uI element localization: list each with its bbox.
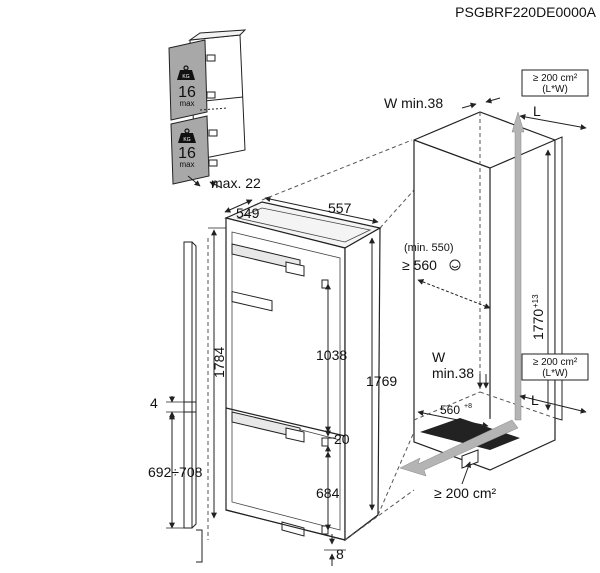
total-height-dimension: 1784 bbox=[211, 347, 227, 378]
vent-bottom-label: ≥ 200 cm² bbox=[434, 485, 496, 501]
vent-top-sub: (L*W) bbox=[542, 84, 568, 95]
w-bottom-label: W bbox=[432, 349, 446, 365]
l-bottom-label: L bbox=[531, 392, 539, 408]
door-panel-detail: KG 16 max KG 16 max max. 22 bbox=[168, 29, 261, 191]
width-dimension: 557 bbox=[328, 200, 352, 216]
gap-label: max. 22 bbox=[211, 175, 261, 191]
side-door-profile: 4 692÷708 bbox=[148, 238, 209, 563]
airflow-bottom-arrow bbox=[399, 419, 519, 477]
l-top-label: L bbox=[533, 103, 541, 119]
bottom-gap-dimension: 8 bbox=[336, 546, 344, 562]
niche-height-label: 1770 bbox=[530, 309, 546, 340]
upper-door-dimension: 1038 bbox=[316, 347, 347, 363]
niche-width-label: 560 bbox=[440, 403, 460, 417]
side-range-dimension: 692÷708 bbox=[148, 464, 203, 480]
upper-badge: KG bbox=[182, 74, 189, 80]
niche-depth-label: ≥ 560 bbox=[402, 257, 437, 273]
lower-load-value: 16 bbox=[178, 145, 196, 162]
side-top-dimension: 4 bbox=[150, 395, 158, 411]
min-depth-label: (min. 550) bbox=[404, 242, 454, 254]
appliance-drawing: 549 557 1784 1038 20 684 8 1769 bbox=[208, 139, 415, 566]
airflow-vertical-arrow bbox=[511, 111, 525, 421]
lower-door-dimension: 684 bbox=[316, 485, 340, 501]
niche-width-tolerance: +8 bbox=[464, 403, 472, 410]
niche-drawing: W min.38 ≥ 200 cm² (L*W) L (min. 550) ≥ … bbox=[384, 69, 589, 501]
vent-mid-sub: (L*W) bbox=[542, 368, 568, 379]
vent-top-label: ≥ 200 cm² bbox=[533, 73, 578, 84]
depth-dimension: 549 bbox=[236, 205, 260, 221]
w-bottom-min-label: min.38 bbox=[432, 365, 474, 381]
upper-load-unit: max bbox=[179, 99, 194, 108]
w-top-label: W min.38 bbox=[384, 95, 443, 111]
niche-height-tolerance: +13 bbox=[531, 294, 540, 308]
lower-door-panel bbox=[170, 115, 210, 185]
vent-mid-label: ≥ 200 cm² bbox=[533, 357, 578, 368]
document-code: PSGBRF220DE0000A bbox=[455, 4, 597, 20]
upper-load-weight-icon: KG bbox=[177, 65, 195, 80]
lower-load-weight-icon: KG bbox=[178, 128, 196, 143]
mid-gap-dimension: 20 bbox=[334, 431, 350, 447]
overall-height-dimension: 1769 bbox=[366, 373, 397, 389]
lower-badge: KG bbox=[183, 137, 190, 143]
upper-load-value: 16 bbox=[178, 84, 196, 101]
lower-load-unit: max bbox=[179, 160, 194, 169]
smile-icon bbox=[449, 259, 461, 271]
